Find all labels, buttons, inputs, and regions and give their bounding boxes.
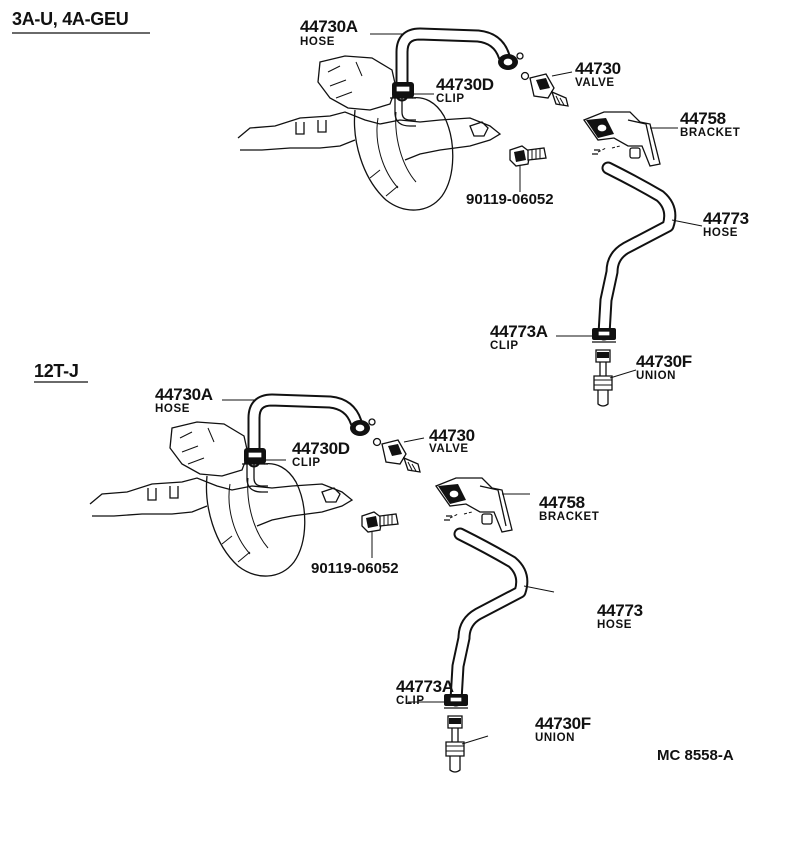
part-desc-bracket: BRACKET xyxy=(680,127,741,139)
part-number-44730: 44730 xyxy=(429,426,475,445)
part-number-44773: 44773 xyxy=(597,601,643,620)
part-desc-valve: VALVE xyxy=(429,443,469,455)
part-desc-clip: CLIP xyxy=(436,93,465,105)
section-heading-2: 12T-J xyxy=(34,361,79,381)
part-number-44730a: 44730A xyxy=(155,385,213,404)
part-number-90119-06052: 90119-06052 xyxy=(311,560,399,577)
part-desc-hose: HOSE xyxy=(155,403,190,415)
diagram-reference-code: MC 8558-A xyxy=(657,747,734,764)
part-desc-hose: HOSE xyxy=(597,619,632,631)
part-number-44773: 44773 xyxy=(703,209,749,228)
part-number-44730f: 44730F xyxy=(636,352,692,371)
part-number-44730d: 44730D xyxy=(436,75,494,94)
part-desc-union: UNION xyxy=(535,732,576,744)
part-number-44773a: 44773A xyxy=(490,322,548,341)
part-desc-union: UNION xyxy=(636,370,677,382)
part-desc-hose: HOSE xyxy=(703,227,738,239)
part-desc-hose: HOSE xyxy=(300,36,335,48)
part-desc-clip: CLIP xyxy=(292,457,321,469)
part-desc-valve: VALVE xyxy=(575,77,615,89)
part-number-44730f: 44730F xyxy=(535,714,591,733)
part-number-44730: 44730 xyxy=(575,59,621,78)
part-desc-clip: CLIP xyxy=(396,695,425,707)
part-number-44730d: 44730D xyxy=(292,439,350,458)
part-desc-clip: CLIP xyxy=(490,340,519,352)
part-number-44758: 44758 xyxy=(539,493,585,512)
part-desc-bracket: BRACKET xyxy=(539,511,600,523)
part-number-44773a: 44773A xyxy=(396,677,454,696)
part-number-44758: 44758 xyxy=(680,109,726,128)
part-number-90119-06052: 90119-06052 xyxy=(466,191,554,208)
part-number-44730a: 44730A xyxy=(300,17,358,36)
section-heading-1: 3A-U, 4A-GEU xyxy=(12,9,129,29)
